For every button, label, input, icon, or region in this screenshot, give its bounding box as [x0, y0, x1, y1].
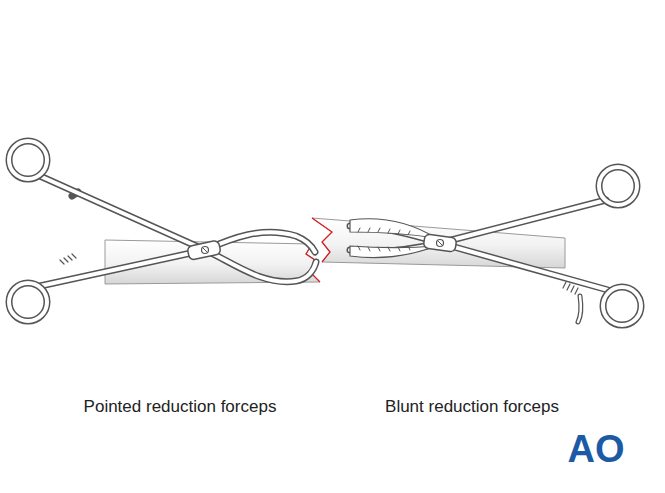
- blunt-forceps: [350, 167, 641, 325]
- pointed-forceps: [9, 141, 316, 321]
- caption-label: Pointed reduction forceps: [84, 397, 277, 417]
- logo-text: AO: [568, 428, 625, 471]
- bone-fragment: [312, 218, 565, 268]
- caption-label: Blunt reduction forceps: [385, 397, 559, 417]
